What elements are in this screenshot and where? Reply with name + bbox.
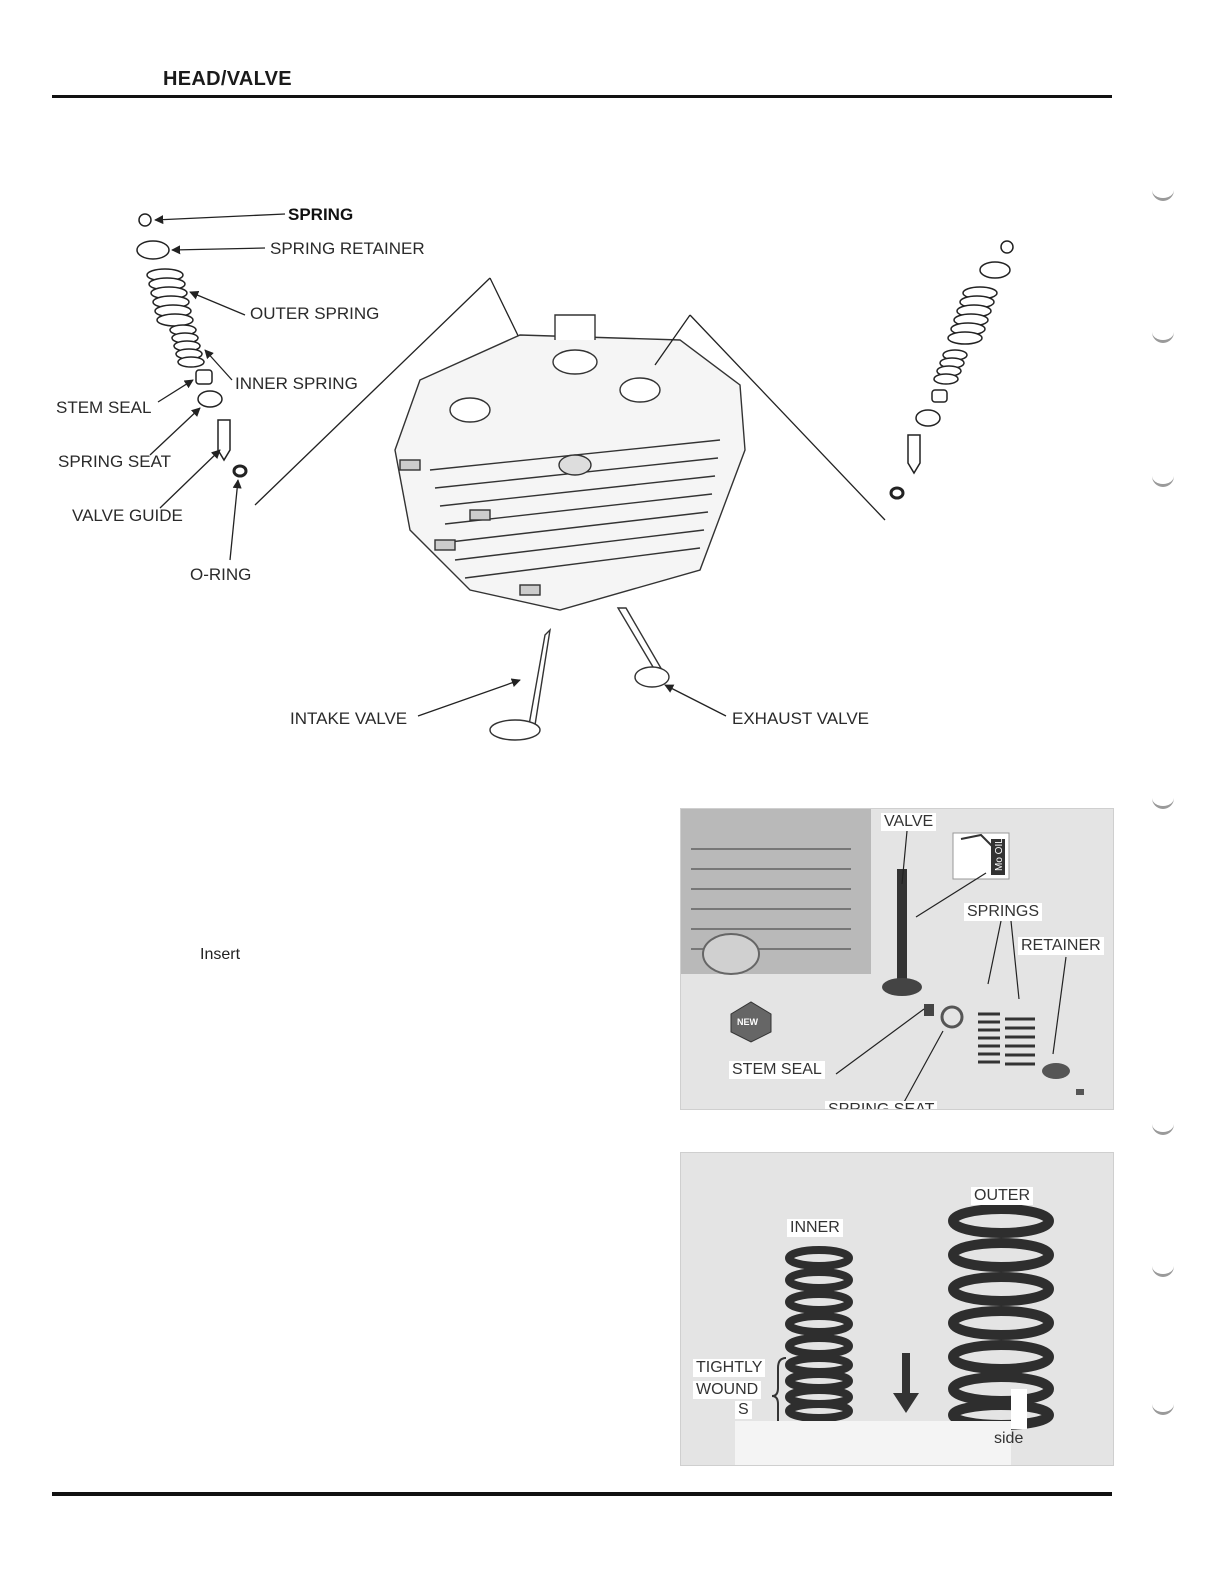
exhaust-valve-part [616, 607, 670, 688]
margin-tab-6 [1152, 1264, 1174, 1277]
photo1-label-spring-seat: SPRING SEAT [825, 1101, 938, 1109]
label-spring-retainer: SPRING RETAINER [270, 239, 425, 258]
label-valve-guide: VALVE GUIDE [72, 506, 183, 525]
photo2-label-inner: INNER [787, 1219, 843, 1237]
spring-retainer-part [136, 240, 170, 260]
body-insert-text: Insert [200, 946, 241, 963]
inner-outer-springs-photo: INNER OUTER TIGHTLY WOUND S side [680, 1152, 1114, 1466]
photo2-label-s: S [735, 1401, 752, 1419]
right-valve-components [889, 240, 1014, 500]
photo1-label-stem-seal: STEM SEAL [729, 1061, 825, 1079]
valve-parts-photo: Mo OIL NEW VALVE SPRINGS RETAINER STEM S… [680, 808, 1114, 1110]
label-outer-spring: OUTER SPRING [250, 304, 380, 323]
photo2-label-tightly: TIGHTLY [693, 1359, 766, 1377]
photo2-label-wound: WOUND [693, 1381, 762, 1399]
margin-tab-2 [1152, 330, 1174, 343]
photo1-label-retainer: RETAINER [1018, 937, 1104, 955]
valve-exploded-diagram [136, 213, 1014, 741]
cylinder-head-drawing [394, 314, 746, 611]
label-o-ring: O-RING [190, 565, 252, 584]
margin-tab-7 [1152, 1402, 1174, 1415]
intake-valve-part [489, 627, 552, 741]
left-valve-components [136, 213, 248, 478]
spring-cotter-part [138, 213, 152, 227]
margin-tab-1 [1152, 188, 1174, 201]
label-inner-spring: INNER SPRING [235, 374, 358, 393]
label-spring-seat: SPRING SEAT [58, 452, 172, 471]
o-ring-part [232, 464, 248, 478]
margin-tab-3 [1152, 474, 1174, 487]
label-exhaust-valve: EXHAUST VALVE [732, 709, 869, 728]
label-spring: SPRING [288, 205, 354, 224]
new-badge-text: NEW [737, 1017, 759, 1027]
photo2-label-side: side [994, 1430, 1024, 1447]
inner-spring-part [169, 324, 205, 368]
margin-tab-4 [1152, 796, 1174, 809]
page-header-title: HEAD/VALVE [163, 68, 292, 90]
label-intake-valve: INTAKE VALVE [290, 709, 408, 728]
margin-tab-5 [1152, 1122, 1174, 1135]
label-stem-seal: STEM SEAL [56, 398, 152, 417]
stem-seal-part [195, 369, 213, 385]
photo1-label-valve: VALVE [881, 813, 937, 831]
spring-seat-part [197, 390, 223, 408]
photo1-label-springs: SPRINGS [964, 903, 1043, 921]
footer-rule [52, 1492, 1112, 1496]
mo-oil-text: Mo OIL [994, 838, 1005, 871]
photo2-label-outer: OUTER [971, 1187, 1033, 1205]
valve-guide-part [217, 419, 231, 462]
outer-spring-part [146, 268, 194, 327]
header-rule [52, 95, 1112, 98]
